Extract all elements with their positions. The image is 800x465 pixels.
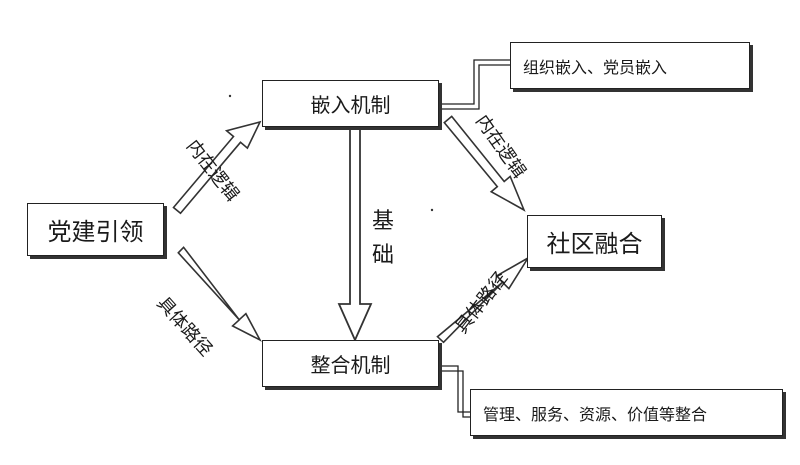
node-community-fusion: 社区融合 xyxy=(527,215,662,268)
node-party-leadership: 党建引领 xyxy=(27,203,164,256)
node-embedding-mechanism: 嵌入机制 xyxy=(262,80,439,127)
node-integration-mechanism: 整合机制 xyxy=(262,340,439,387)
arrow-party-to-integration xyxy=(177,246,262,342)
arrow-integration-to-community xyxy=(436,257,529,344)
label-foundation-char-1: 基 xyxy=(371,209,394,234)
note-integration: 管理、服务、资源、价值等整合 xyxy=(470,389,783,436)
connector-embedding-note xyxy=(440,59,510,105)
arrow-embedding-to-community xyxy=(443,115,526,212)
label-foundation-char-2: 础 xyxy=(371,243,394,269)
label-foundation: 基 础 xyxy=(368,205,398,273)
arrow-foundation xyxy=(337,125,373,343)
note-embedding: 组织嵌入、党员嵌入 xyxy=(510,42,750,89)
connector-integration-note xyxy=(440,365,470,413)
arrow-party-to-embedding xyxy=(172,120,262,215)
